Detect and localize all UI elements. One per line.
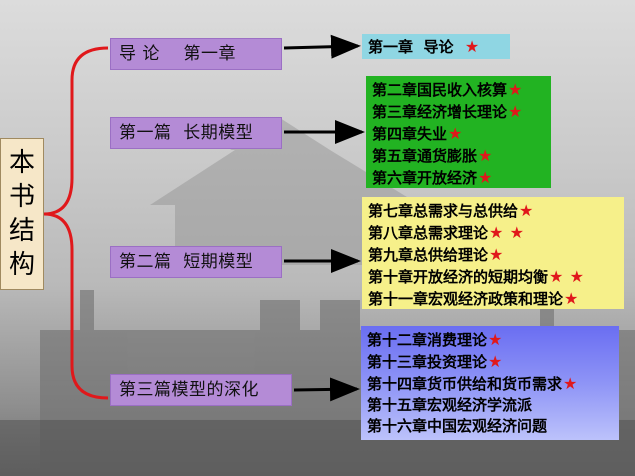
- star-icon: ★: [508, 80, 523, 99]
- chapter-box-intro: 第一章 导论 ★: [362, 34, 510, 59]
- star-icon: ★: [509, 223, 524, 242]
- star-icon: ★: [448, 124, 463, 143]
- star-icon: ★: [489, 245, 504, 264]
- chapter-box-long-run: 第二章国民收入核算★ 第三章经济增长理论★ 第四章失业★ 第五章通货膨胀★ 第六…: [366, 76, 551, 188]
- title-char: 本: [8, 148, 35, 178]
- star-icon: ★: [488, 330, 503, 349]
- chapter-item[interactable]: 第十三章投资理论★: [367, 351, 613, 373]
- chapter-box-short-run: 第七章总需求与总供给★ 第八章总需求理论★ ★ 第九章总供给理论★ 第十章开放经…: [362, 197, 624, 309]
- star-icon: ★: [489, 223, 504, 242]
- part-label: 导 论 第一章: [119, 44, 237, 64]
- chapter-item[interactable]: 第六章开放经济★: [372, 167, 545, 189]
- chapter-item[interactable]: 第十章开放经济的短期均衡★ ★: [368, 266, 618, 288]
- part-long-run-model[interactable]: 第一篇 长期模型: [110, 117, 282, 149]
- part-label: 第二篇 短期模型: [119, 252, 254, 272]
- chapter-label: 第七章总需求与总供给: [368, 202, 519, 220]
- arrow-intro: [283, 34, 361, 59]
- chapter-box-deepening: 第十二章消费理论★ 第十三章投资理论★ 第十四章货币供给和货币需求★ 第十五章宏…: [361, 326, 619, 440]
- chapter-label: 第六章开放经济: [372, 169, 478, 187]
- star-icon: ★: [478, 146, 493, 165]
- chapter-item[interactable]: 第十五章宏观经济学流派: [367, 395, 613, 416]
- chapter-item[interactable]: 第八章总需求理论★ ★: [368, 222, 618, 244]
- chapter-item[interactable]: 第三章经济增长理论★: [372, 101, 545, 123]
- chapter-label: 第十三章投资理论: [367, 353, 488, 371]
- chapter-label: 第十四章货币供给和货币需求: [367, 375, 563, 393]
- book-structure-title: 本 书 结 构: [0, 138, 44, 290]
- title-char: 结: [8, 216, 35, 246]
- chapter-item[interactable]: 第十一章宏观经济政策和理论★: [368, 288, 618, 310]
- part-short-run-model[interactable]: 第二篇 短期模型: [110, 246, 282, 278]
- part-model-deepening[interactable]: 第三篇模型的深化: [110, 374, 292, 406]
- chapter-label: 第十二章消费理论: [367, 331, 488, 349]
- chapter-label: 第十五章宏观经济学流派: [367, 396, 533, 414]
- star-icon: ★: [508, 102, 523, 121]
- chapter-item[interactable]: 第二章国民收入核算★: [372, 79, 545, 101]
- chapter-label: 第二章国民收入核算: [372, 81, 508, 99]
- arrow-deep: [293, 377, 360, 402]
- chapter-label: 第十章开放经济的短期均衡: [368, 268, 549, 286]
- chapter-label: 第九章总供给理论: [368, 246, 489, 264]
- star-icon: ★: [564, 289, 579, 308]
- star-icon: ★: [563, 374, 578, 393]
- star-icon: ★: [549, 267, 564, 286]
- title-char: 书: [8, 182, 35, 212]
- chapter-item[interactable]: 第四章失业★: [372, 123, 545, 145]
- chapter-label: 第四章失业: [372, 125, 448, 143]
- star-icon: ★: [569, 267, 584, 286]
- part-intro[interactable]: 导 论 第一章: [110, 38, 282, 70]
- star-icon: ★: [488, 352, 503, 371]
- chapter-item[interactable]: 第十六章中国宏观经济问题: [367, 416, 613, 437]
- title-char: 构: [8, 250, 35, 280]
- chapter-item[interactable]: 第十四章货币供给和货币需求★: [367, 373, 613, 395]
- part-label: 第一篇 长期模型: [119, 123, 254, 143]
- part-label: 第三篇模型的深化: [119, 380, 259, 400]
- chapter-item[interactable]: 第五章通货膨胀★: [372, 145, 545, 167]
- star-icon: ★: [464, 37, 480, 56]
- star-icon: ★: [519, 201, 534, 220]
- star-icon: ★: [478, 168, 493, 187]
- chapter-item[interactable]: 第九章总供给理论★: [368, 244, 618, 266]
- chapter-item[interactable]: 第一章 导论 ★: [368, 36, 504, 58]
- chapter-label: 第十一章宏观经济政策和理论: [368, 290, 564, 308]
- chapter-item[interactable]: 第七章总需求与总供给★: [368, 200, 618, 222]
- chapter-label: 第三章经济增长理论: [372, 103, 508, 121]
- brace-icon: [43, 46, 109, 400]
- chapter-label: 第五章通货膨胀: [372, 147, 478, 165]
- chapter-item[interactable]: 第十二章消费理论★: [367, 329, 613, 351]
- chapter-label: 第十六章中国宏观经济问题: [367, 417, 548, 435]
- chapter-label: 第一章 导论: [368, 38, 454, 56]
- chapter-label: 第八章总需求理论: [368, 224, 489, 242]
